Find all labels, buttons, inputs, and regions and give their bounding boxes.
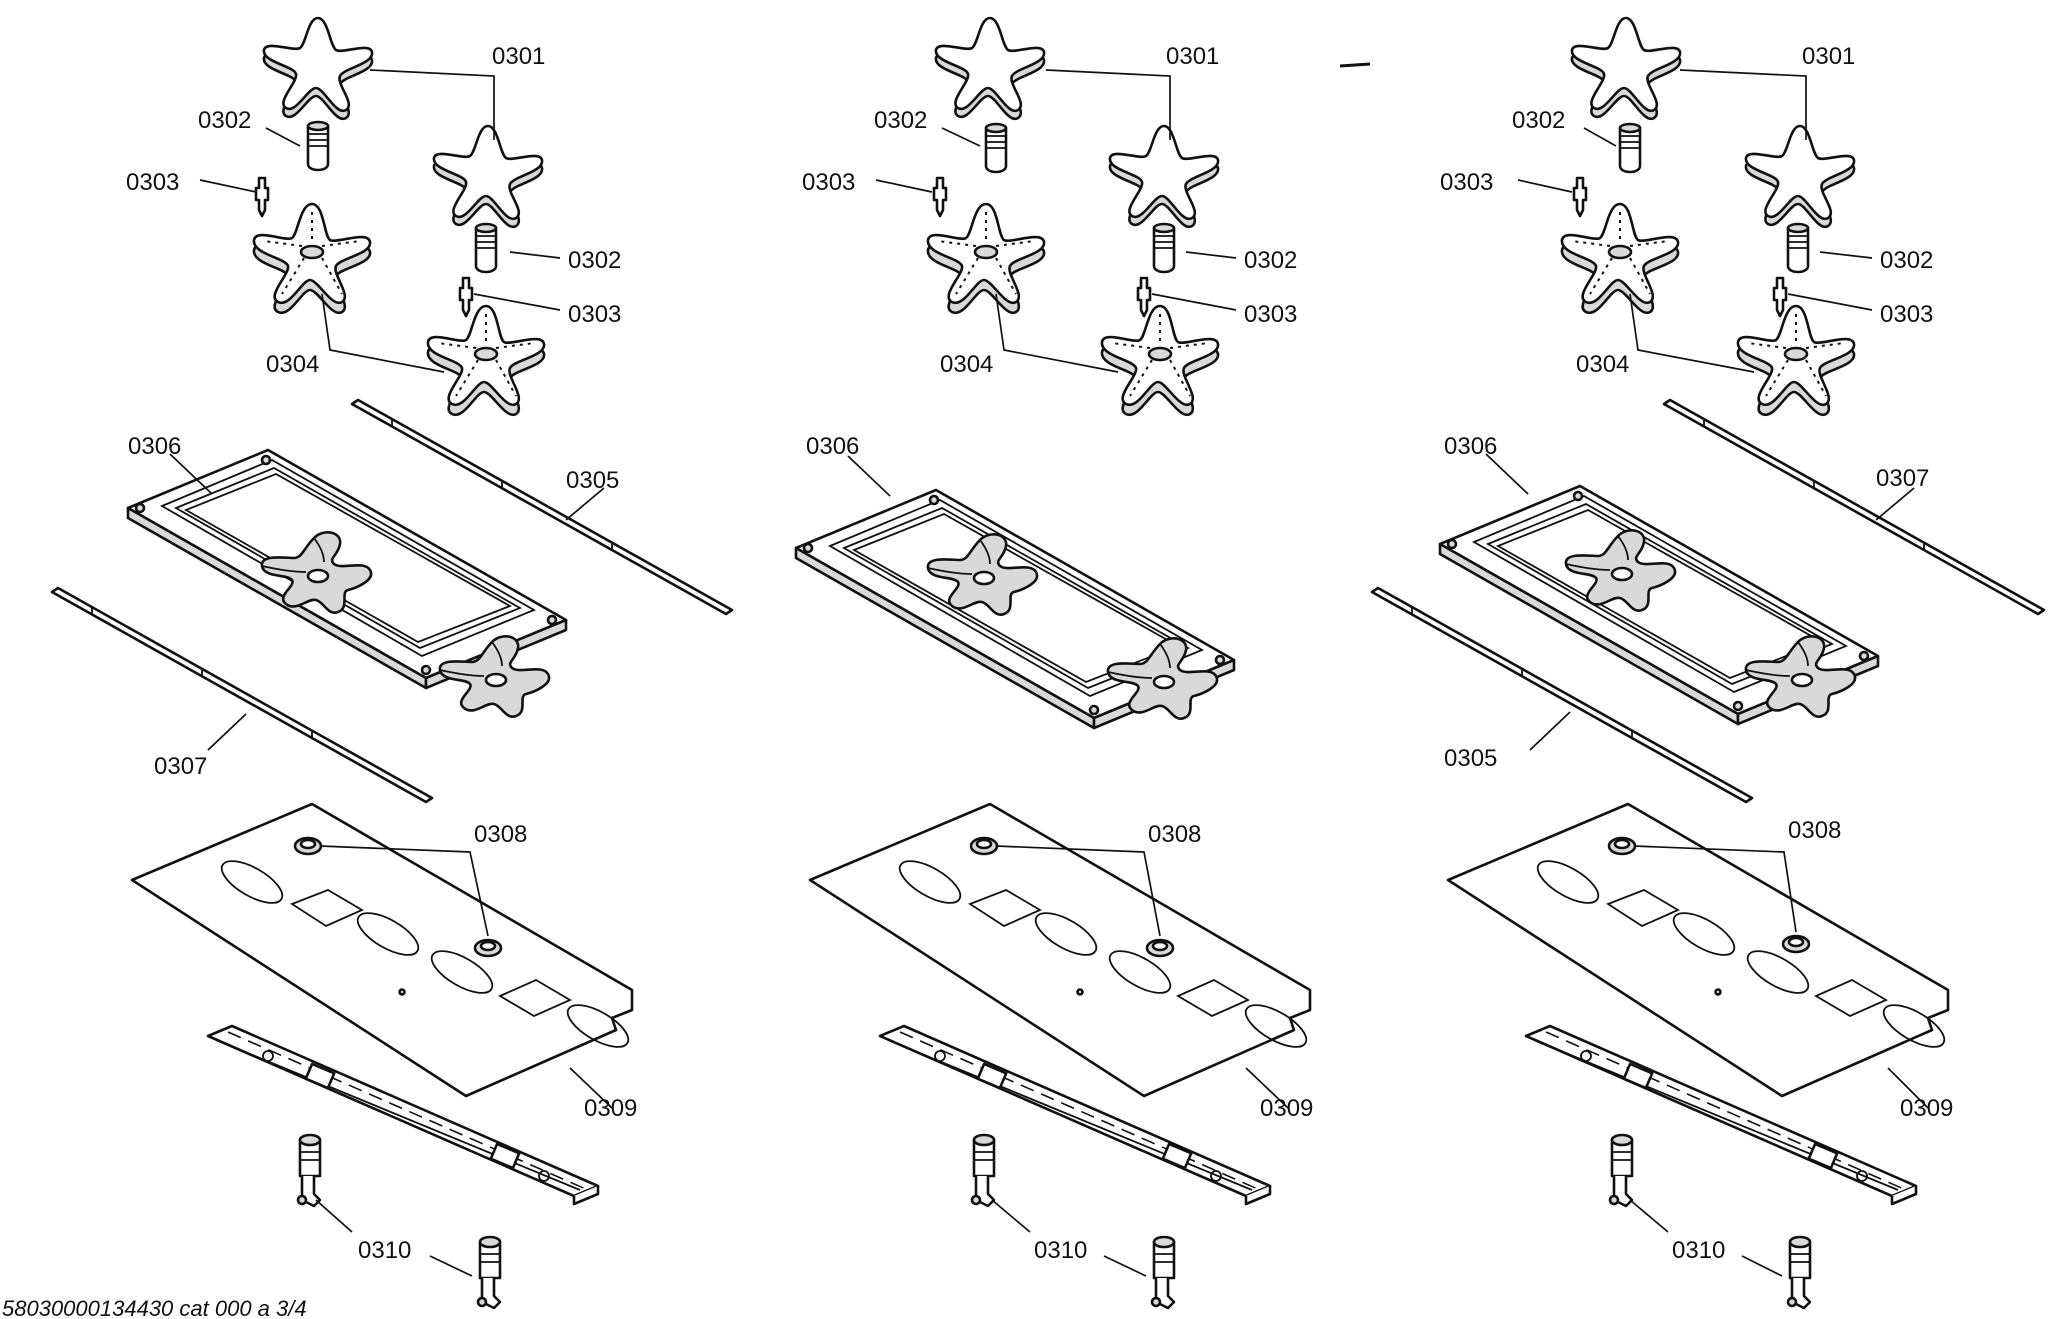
label-0303-upper: 0303	[1440, 169, 1493, 196]
burner-base-lower	[1736, 304, 1856, 417]
valve-lower	[1786, 1235, 1812, 1310]
sleeve-lower	[1786, 222, 1810, 274]
column-middle: 0301 0302 0303 0302 0303 0304 0306 0308 …	[794, 16, 1371, 1310]
nozzle-lower	[458, 276, 474, 318]
grommet-lower	[473, 938, 503, 958]
sleeve-upper	[1618, 122, 1642, 174]
label-0308: 0308	[1788, 817, 1841, 844]
label-0310: 0310	[1672, 1237, 1725, 1264]
column-left: 0301 0302 0303 0302 0303 0304 0306 0305 …	[50, 16, 734, 1310]
label-0302-upper: 0302	[874, 107, 927, 134]
label-0306: 0306	[1444, 433, 1497, 460]
nozzle-upper	[1572, 176, 1588, 218]
label-0302-lower: 0302	[1880, 247, 1933, 274]
valve-upper	[970, 1133, 996, 1208]
column-right: 0301 0302 0303 0302 0303 0304 0306 0307 …	[1370, 16, 2046, 1310]
label-0301: 0301	[492, 43, 545, 70]
label-0303-lower: 0303	[1244, 301, 1297, 328]
label-0302-upper: 0302	[1512, 107, 1565, 134]
nozzle-lower	[1136, 276, 1152, 318]
label-0302-lower: 0302	[1244, 247, 1297, 274]
grommet-upper	[1607, 836, 1637, 856]
label-rail-back: 0307	[1876, 465, 1929, 492]
label-0303-upper: 0303	[802, 169, 855, 196]
label-0310: 0310	[1034, 1237, 1087, 1264]
label-0306: 0306	[806, 433, 859, 460]
nozzle-upper	[254, 176, 270, 218]
grommet-lower	[1145, 938, 1175, 958]
label-0308: 0308	[474, 821, 527, 848]
label-0302-lower: 0302	[568, 247, 621, 274]
burner-cap-lower	[1744, 124, 1856, 229]
valve-upper	[1608, 1133, 1634, 1208]
nozzle-lower	[1772, 276, 1788, 318]
label-0301: 0301	[1166, 43, 1219, 70]
label-0309: 0309	[1260, 1095, 1313, 1122]
sleeve-lower	[1152, 222, 1176, 274]
grommet-lower	[1781, 934, 1811, 954]
grommet-upper	[293, 836, 323, 856]
burner-cap-top	[262, 16, 374, 121]
label-0303-lower: 0303	[1880, 301, 1933, 328]
valve-upper	[296, 1133, 322, 1208]
label-0301: 0301	[1802, 43, 1855, 70]
burner-base-upper	[252, 202, 372, 315]
burner-base-lower	[426, 304, 546, 417]
label-rail-front: 0307	[154, 753, 207, 780]
nozzle-upper	[932, 176, 948, 218]
label-0302-upper: 0302	[198, 107, 251, 134]
label-0309: 0309	[584, 1095, 637, 1122]
label-0303-upper: 0303	[126, 169, 179, 196]
label-rail-back: 0305	[566, 467, 619, 494]
burner-cap-lower	[1108, 124, 1220, 229]
valve-lower	[476, 1235, 502, 1310]
label-0304: 0304	[1576, 351, 1629, 378]
burner-base-upper	[926, 202, 1046, 315]
valve-lower	[1150, 1235, 1176, 1310]
grommet-upper	[969, 836, 999, 856]
burner-cap-lower	[432, 124, 544, 229]
label-0303-lower: 0303	[568, 301, 621, 328]
label-0304: 0304	[266, 351, 319, 378]
burner-base-upper	[1560, 202, 1680, 315]
label-0304: 0304	[940, 351, 993, 378]
sleeve-upper	[306, 120, 330, 172]
footer-caption: 58030000134430 cat 000 a 3/4	[2, 1296, 307, 1319]
label-0310: 0310	[358, 1237, 411, 1264]
label-0306: 0306	[128, 433, 181, 460]
label-0308: 0308	[1148, 821, 1201, 848]
sleeve-upper	[984, 122, 1008, 174]
label-0309: 0309	[1900, 1095, 1953, 1122]
burner-cap-top	[1570, 16, 1682, 121]
burner-cap-top	[934, 16, 1046, 121]
label-rail-front: 0305	[1444, 745, 1497, 772]
burner-base-lower	[1100, 304, 1220, 417]
sleeve-lower	[474, 222, 498, 274]
